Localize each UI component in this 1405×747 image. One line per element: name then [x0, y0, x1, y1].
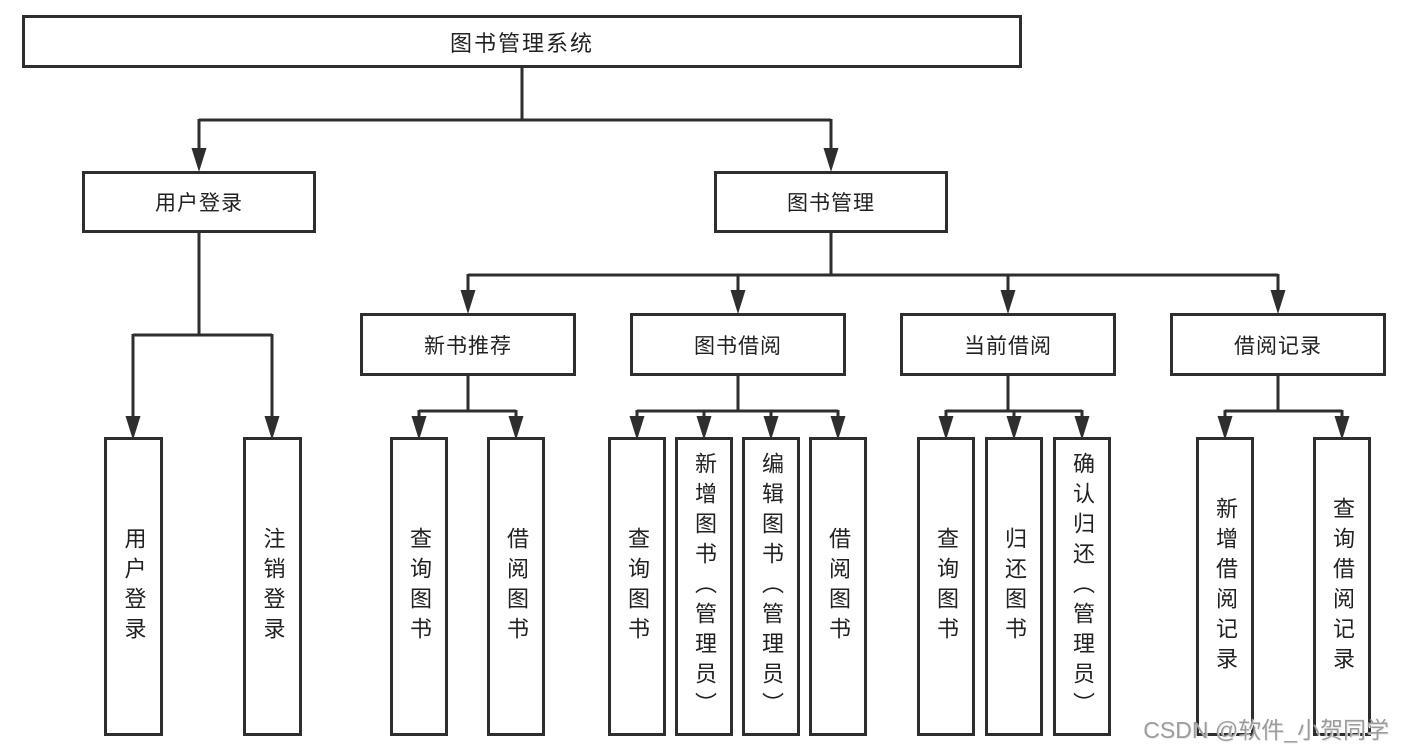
node-label: 借阅图书 [826, 526, 851, 647]
leaf-borrow-books-recommend: 借阅图书 [487, 437, 545, 736]
leaf-add-books-admin: 新增图书（管理员） [675, 437, 733, 736]
leaf-query-borrow-record: 查询借阅记录 [1313, 437, 1371, 736]
leaf-return-books: 归还图书 [985, 437, 1043, 736]
leaf-add-borrow-record: 新增借阅记录 [1196, 437, 1254, 736]
node-current-borrow: 当前借阅 [900, 313, 1116, 376]
node-label: 用户登录 [155, 192, 243, 215]
node-label: 查询图书 [625, 526, 650, 647]
node-label: 图书管理系统 [449, 30, 594, 56]
node-label: 新增借阅记录 [1213, 496, 1238, 677]
leaf-logout: 注销登录 [243, 437, 302, 736]
node-label: 新增图书（管理员） [692, 451, 717, 722]
leaf-query-books-borrow: 查询图书 [608, 437, 666, 736]
node-label: 查询图书 [407, 526, 432, 647]
node-label: 查询图书 [934, 526, 959, 647]
node-book-borrow: 图书借阅 [630, 313, 846, 376]
node-label: 借阅记录 [1234, 334, 1322, 358]
node-borrow-records: 借阅记录 [1170, 313, 1386, 376]
node-label: 注销登录 [260, 526, 286, 647]
node-label: 归还图书 [1002, 526, 1027, 647]
leaf-edit-books-admin: 编辑图书（管理员） [742, 437, 800, 736]
node-book-management-branch: 图书管理 [714, 171, 948, 233]
node-label: 借阅图书 [504, 526, 529, 647]
node-new-book-recommend: 新书推荐 [360, 313, 576, 376]
node-label: 确认归还（管理员） [1070, 451, 1095, 722]
node-label: 图书管理 [787, 192, 875, 215]
node-label: 图书借阅 [694, 334, 782, 358]
leaf-borrow-books: 借阅图书 [809, 437, 867, 736]
node-label: 用户登录 [121, 526, 147, 647]
leaf-user-login: 用户登录 [104, 437, 163, 736]
csdn-watermark: CSDN @软件_小贺同学 [1143, 717, 1389, 743]
node-library-management-system: 图书管理系统 [22, 15, 1022, 68]
node-label: 编辑图书（管理员） [759, 451, 784, 722]
leaf-query-books-recommend: 查询图书 [390, 437, 448, 736]
leaf-query-books-current: 查询图书 [917, 437, 975, 736]
node-label: 新书推荐 [424, 334, 512, 358]
node-label: 查询借阅记录 [1330, 496, 1355, 677]
arrowheads [125, 148, 1350, 440]
node-user-login-branch: 用户登录 [82, 171, 316, 233]
node-label: 当前借阅 [964, 334, 1052, 358]
leaf-confirm-return-admin: 确认归还（管理员） [1053, 437, 1111, 736]
